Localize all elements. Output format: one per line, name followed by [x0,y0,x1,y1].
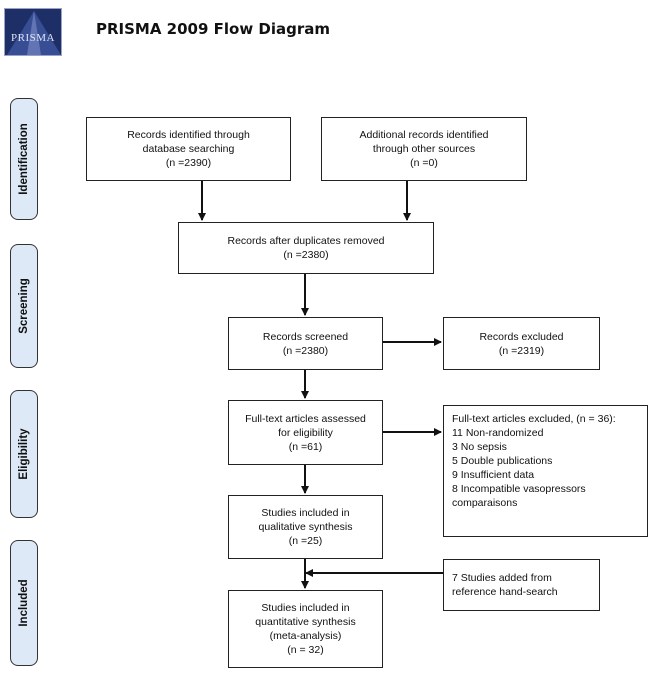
box-line: Studies included in [261,507,350,519]
box-line: (n =61) [288,440,323,453]
box-line: Records identified through [127,129,250,141]
box-hand-search: 7 Studies added from reference hand-sear… [443,559,600,611]
box-qualitative-synthesis: Studies included in qualitative synthesi… [228,495,383,559]
box-line: (n =0) [410,157,438,169]
box-line: (n =2390) [165,157,212,169]
box-line: comparaisons [452,497,518,509]
page-title: PRISMA 2009 Flow Diagram [96,20,331,38]
box-line: (meta-analysis) [269,630,342,642]
box-line: 7 Studies added from [452,572,552,584]
box-line: Full-text articles excluded, (n = 36): [452,413,616,425]
box-line: 3 No sepsis [452,441,507,453]
stage-identification: Identification [10,98,38,220]
box-line: database searching [142,143,235,155]
box-line: (n = 32) [287,644,324,656]
stage-eligibility: Eligibility [10,390,38,518]
box-line: 5 Double publications [452,455,553,467]
box-full-text-assessed: Full-text articles assessed for eligibil… [228,400,383,465]
box-line: for eligibility [278,426,333,439]
prisma-logo: PRISMA [4,8,62,56]
box-records-screened: Records screened (n =2380) [228,317,383,370]
logo-pyramid-icon [7,11,61,55]
box-line: (n =2319) [498,344,545,357]
box-line: 9 Insufficient data [452,469,535,481]
box-line: Full-text articles assessed [245,412,366,425]
logo-text: PRISMA [11,32,55,44]
box-line: 11 Non-randomized [452,427,544,439]
stage-included: Included [10,540,38,666]
box-line: 8 Incompatible vasopressors [452,483,586,495]
box-line: Records screened [262,330,349,343]
box-database-search: Records identified through database sear… [86,117,291,181]
box-line: Studies included in [261,602,350,614]
box-full-text-excluded: Full-text articles excluded, (n = 36): 1… [443,405,648,537]
box-line: Records excluded [479,330,564,343]
box-other-sources: Additional records identified through ot… [321,117,527,181]
box-records-excluded: Records excluded (n =2319) [443,317,600,370]
box-line: Additional records identified [359,129,489,141]
stage-screening: Screening [10,244,38,368]
box-line: through other sources [372,143,476,155]
box-line: (n =25) [288,535,323,547]
box-after-duplicates: Records after duplicates removed (n =238… [178,222,434,274]
box-quantitative-synthesis: Studies included in quantitative synthes… [228,590,383,668]
box-line: (n =2380) [283,249,329,261]
box-line: (n =2380) [282,344,329,357]
box-line: Records after duplicates removed [227,235,385,247]
box-line: qualitative synthesis [258,521,353,533]
box-line: quantitative synthesis [255,616,356,628]
box-line: reference hand-search [452,586,558,598]
